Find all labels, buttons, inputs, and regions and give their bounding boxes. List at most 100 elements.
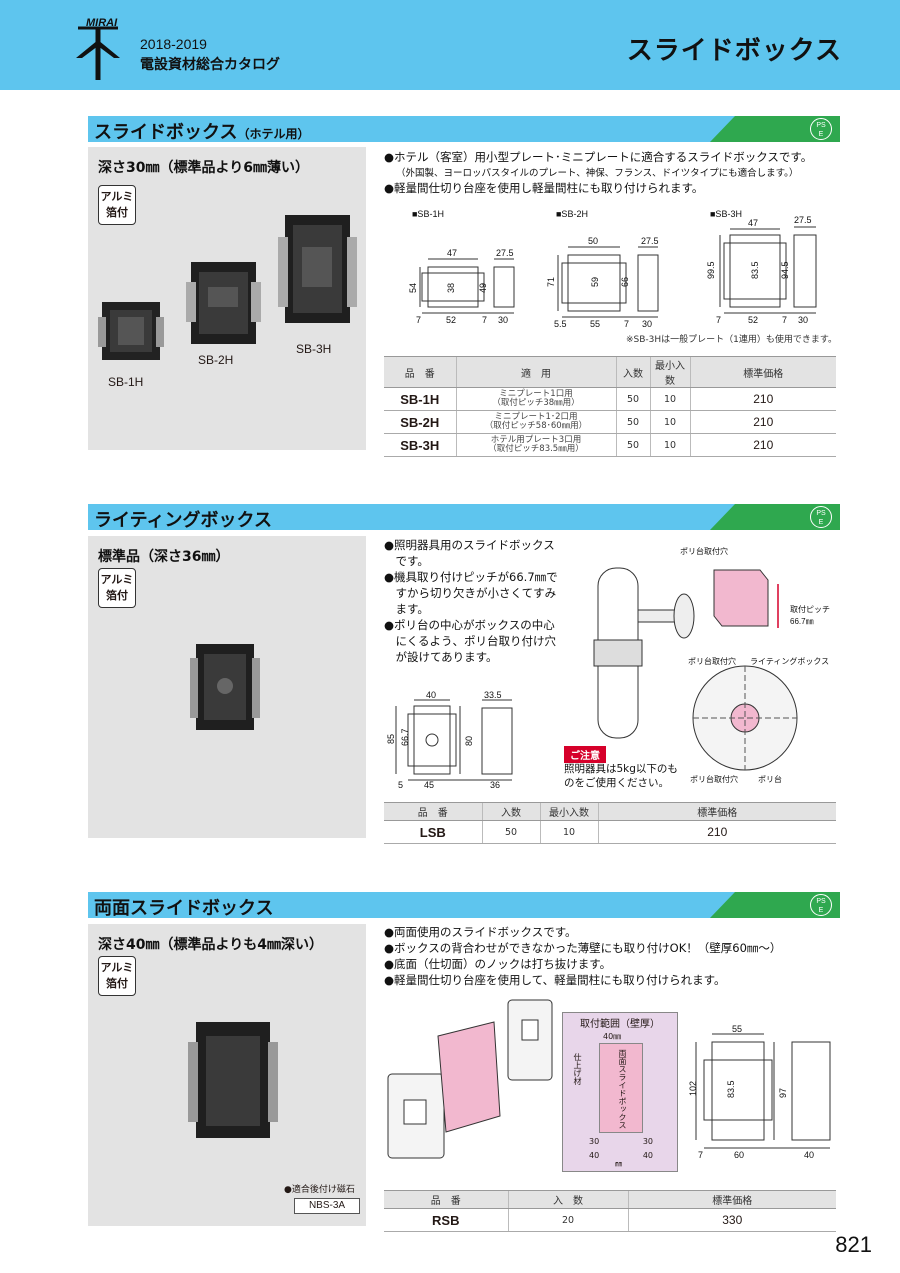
svg-text:ポリ台: ポリ台 <box>758 774 782 784</box>
table-row: SB-3H ホテル用プレート3口用（取付ピッチ83.5㎜用） 50 10 210 <box>384 433 836 457</box>
feature-item: ●ポリ台の中心がボックスの中心 <box>384 618 555 632</box>
caution-label: ご注意 <box>564 746 606 763</box>
svg-text:取付ピッチ: 取付ピッチ <box>790 604 830 614</box>
feature-item: ●ホテル（客室）用小型プレート･ミニプレートに適合するスライドボックスです。 <box>384 150 813 164</box>
magnet-label: ●適合後付け磁石 <box>284 1185 355 1195</box>
table-row: LSB 50 10 210 <box>384 820 836 844</box>
drawing-label-sb3h: ■SB-3H <box>710 209 742 219</box>
dimension-drawings: ■SB-1H ■SB-2H ■SB-3H 47 27.5 54 38 49 7 … <box>408 209 817 329</box>
svg-text:33.5: 33.5 <box>484 690 502 700</box>
svg-text:49: 49 <box>478 283 488 293</box>
drawing-label-sb1h: ■SB-1H <box>412 209 444 219</box>
section-title: ライティングボックス <box>94 510 273 531</box>
feature-item: ●ボックスの背合わせができなかった薄壁にも取り付けOK！（壁厚60㎜～） <box>384 941 782 955</box>
svg-text:27.5: 27.5 <box>794 215 812 225</box>
svg-text:27.5: 27.5 <box>641 236 659 246</box>
feature-item: ●両面使用のスライドボックスです。 <box>384 925 577 939</box>
svg-text:83.5: 83.5 <box>750 261 760 279</box>
svg-text:71: 71 <box>546 277 556 287</box>
aluminum-foil-badge: アルミ箔付 <box>98 956 136 996</box>
svg-text:7: 7 <box>416 315 421 325</box>
svg-text:27.5: 27.5 <box>496 248 514 258</box>
svg-text:ポリ台取付穴: ポリ台取付穴 <box>688 656 736 666</box>
feature-list: ●両面使用のスライドボックスです。 ●ボックスの背合わせができなかった薄壁にも取… <box>384 924 781 988</box>
svg-text:66: 66 <box>620 277 630 287</box>
product-photo <box>188 1022 278 1138</box>
svg-text:5.5: 5.5 <box>554 319 567 329</box>
svg-text:30: 30 <box>498 315 508 325</box>
svg-text:83.5: 83.5 <box>726 1080 736 1098</box>
spec-table-lighting-box: 品 番 入数 最小入数 標準価格 LSB 50 10 210 <box>384 802 836 844</box>
svg-text:55: 55 <box>732 1024 742 1034</box>
drawing-label-sb2h: ■SB-2H <box>556 209 588 219</box>
product-photo <box>98 215 357 360</box>
svg-text:80: 80 <box>464 736 474 746</box>
table-row: SB-1H ミニプレート1口用（取付ピッチ38㎜用） 50 10 210 <box>384 387 836 411</box>
svg-text:99.5: 99.5 <box>706 261 716 279</box>
mirai-logo-icon: MIRAI <box>76 17 120 80</box>
svg-text:52: 52 <box>748 315 758 325</box>
svg-text:30: 30 <box>798 315 808 325</box>
svg-text:47: 47 <box>447 248 457 258</box>
svg-text:52: 52 <box>446 315 456 325</box>
dimension-drawing-rsb: 55 102 83.5 97 7 60 40 <box>688 1024 831 1160</box>
svg-text:55: 55 <box>590 319 600 329</box>
svg-text:7: 7 <box>782 315 787 325</box>
feature-list: ●ホテル（客室）用小型プレート･ミニプレートに適合するスライドボックスです。 （… <box>384 150 812 197</box>
svg-text:ポリ台取付穴: ポリ台取付穴 <box>680 546 728 556</box>
svg-text:102: 102 <box>688 1081 698 1096</box>
panel-heading: 深さ30㎜（標準品より6㎜薄い） <box>98 160 309 176</box>
svg-text:7: 7 <box>624 319 629 329</box>
svg-text:50: 50 <box>588 236 598 246</box>
feature-item: ●照明器具用のスライドボックス <box>384 538 555 552</box>
product-photo-panel: 深さ30㎜（標準品より6㎜薄い） アルミ箔付 SB-1H SB-2H S <box>88 147 366 450</box>
spec-table-slide-box: 品 番 適 用 入数 最小入数 標準価格 SB-1H ミニプレート1口用（取付ピ… <box>384 356 836 457</box>
photo-label-sb2h: SB-2H <box>198 353 234 367</box>
table-row: RSB 20 330 <box>384 1208 836 1232</box>
feature-item: ●機具取り付けピッチが66.7㎜で <box>384 570 558 584</box>
photo-label-sb3h: SB-3H <box>296 342 332 356</box>
feature-item: にくるよう、ポリ台取り付け穴 <box>384 634 557 648</box>
caution-text: 照明器具は5kg以下のも のをご使用ください。 <box>564 763 678 789</box>
dimension-drawing-lsb: 40 33.5 85 66.7 80 5 45 36 <box>386 690 513 790</box>
svg-text:30: 30 <box>642 319 652 329</box>
feature-item: です。 <box>384 554 429 568</box>
aluminum-foil-badge: アルミ箔付 <box>98 568 136 608</box>
feature-item: が設けてあります。 <box>384 650 498 664</box>
spec-table-double-sided-box: 品 番 入 数 標準価格 RSB 20 330 <box>384 1190 836 1232</box>
svg-text:85: 85 <box>386 734 396 744</box>
product-photo <box>190 644 260 730</box>
product-photo-panel: 標準品（深さ36㎜） アルミ箔付 <box>88 536 366 838</box>
product-photo-panel: 深さ40㎜（標準品よりも4㎜深い） アルミ箔付 ●適合後付け磁石 NBS-3A <box>88 924 366 1226</box>
footnote: ※SB-3Hは一般プレート（1連用）も使用できます。 <box>626 335 837 345</box>
page-header: MIRAI 2018-2019 電設資材総合カタログ スライドボックス <box>0 0 900 90</box>
feature-item: ●軽量間仕切り台座を使用し軽量間柱にも取り付けられます。 <box>384 181 704 195</box>
page-title: スライドボックス <box>626 36 842 66</box>
catalog-year: 2018-2019 <box>140 36 207 52</box>
svg-text:60: 60 <box>734 1150 744 1160</box>
lighting-illustration: ポリ台取付穴 取付ピッチ 66.7㎜ ポリ台取付穴 ライティングボックス ポリ台… <box>593 546 830 784</box>
svg-text:66.7㎜: 66.7㎜ <box>790 617 814 626</box>
section-title: 両面スライドボックス <box>94 898 274 919</box>
svg-text:59: 59 <box>590 277 600 287</box>
svg-text:94.5: 94.5 <box>780 261 790 279</box>
photo-label-sb1h: SB-1H <box>108 375 144 389</box>
panel-heading: 標準品（深さ36㎜） <box>98 549 230 565</box>
svg-text:54: 54 <box>408 283 418 293</box>
svg-text:7: 7 <box>716 315 721 325</box>
feature-note: （外国製、ヨーロッパスタイルのプレート、神保、フランス、ドイツタイプにも適合しま… <box>396 167 799 179</box>
feature-item: ●底面（仕切面）のノックは打ち抜けます。 <box>384 957 612 971</box>
exploded-illustration <box>387 999 553 1159</box>
svg-text:7: 7 <box>698 1150 703 1160</box>
svg-text:66.7: 66.7 <box>400 728 410 746</box>
svg-text:5: 5 <box>398 780 403 790</box>
feature-item: すから切り欠きが小さくてすみ <box>384 586 557 600</box>
svg-text:40: 40 <box>426 690 436 700</box>
svg-text:7: 7 <box>482 315 487 325</box>
feature-list: ●照明器具用のスライドボックス です。 ●機具取り付けピッチが66.7㎜で すか… <box>384 537 558 665</box>
